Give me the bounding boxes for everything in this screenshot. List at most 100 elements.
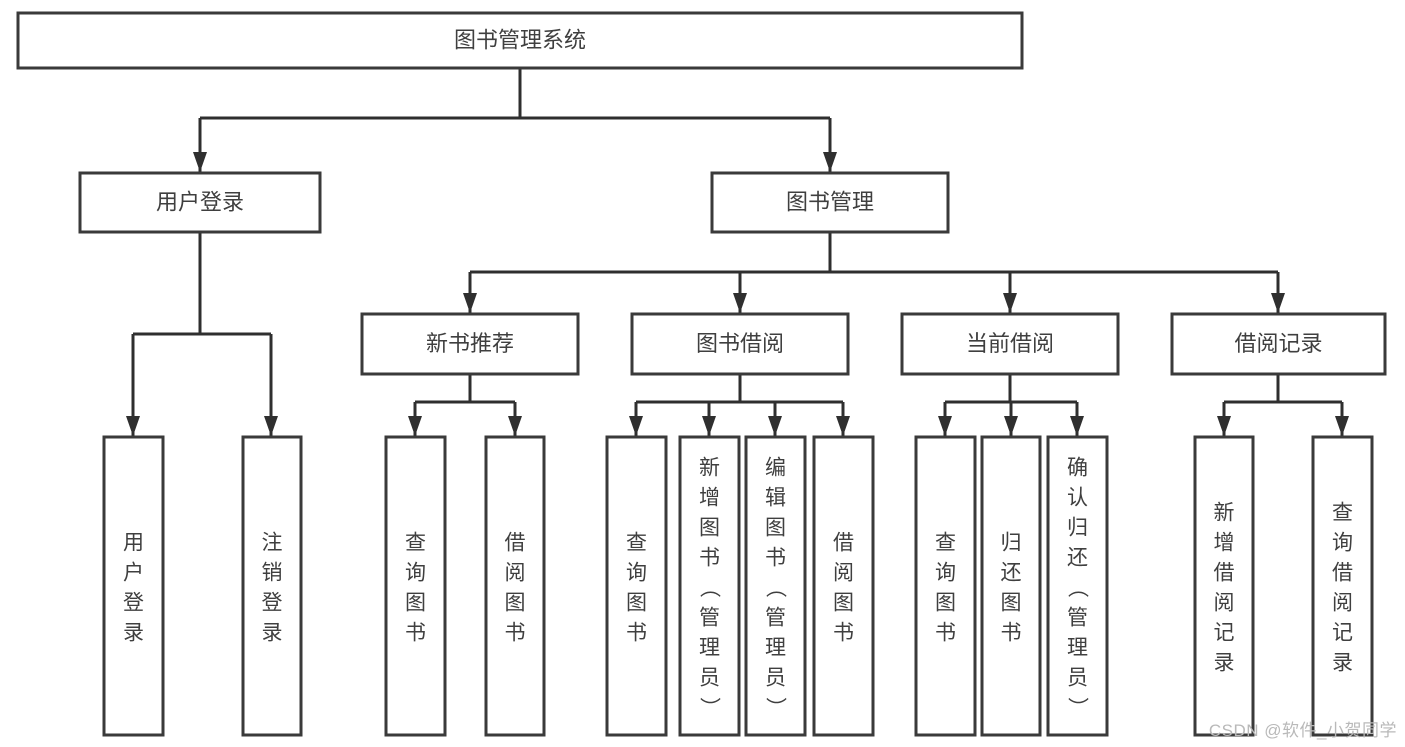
node-label-char: 询: [405, 561, 426, 584]
node-label-char: 新: [1214, 501, 1235, 524]
node-box[interactable]: [900, 312, 1120, 376]
connector-group-record-to-leaves: [1222, 374, 1344, 436]
node-box[interactable]: [812, 435, 875, 737]
node-l2-图书借阅[interactable]: 图书借阅: [630, 312, 850, 376]
node-label-char: 录: [1332, 651, 1353, 674]
node-l1-图书管理[interactable]: 图书管理: [710, 171, 950, 234]
node-box[interactable]: [1311, 435, 1374, 737]
arrow-head-icon: [836, 416, 850, 436]
node-label-char: 管: [1067, 606, 1088, 629]
node-label-char: 辑: [765, 486, 786, 509]
node-label-char: （: [764, 577, 787, 598]
node-l2-借阅记录[interactable]: 借阅记录: [1170, 312, 1387, 376]
node-label-char: 借: [1332, 561, 1353, 584]
arrow-head-icon: [408, 416, 422, 436]
node-label-char: 户: [123, 561, 144, 584]
node-label-char: ）: [1066, 697, 1089, 718]
node-label-char: （: [1066, 577, 1089, 598]
node-label-char: 阅: [505, 561, 526, 584]
node-box[interactable]: [78, 171, 322, 234]
node-label-char: 记: [1332, 621, 1353, 644]
node-box[interactable]: [710, 171, 950, 234]
node-box[interactable]: [1170, 312, 1387, 376]
node-box[interactable]: [678, 435, 741, 737]
node-label-char: 借: [833, 531, 854, 554]
node-box[interactable]: [744, 435, 807, 737]
node-label-char: 图: [833, 591, 854, 614]
node-label-char: 书: [699, 546, 720, 569]
connector-group-new-book-to-leaves: [413, 374, 517, 436]
arrow-head-icon: [1335, 416, 1349, 436]
arrow-head-icon: [463, 293, 477, 313]
node-box[interactable]: [16, 11, 1024, 70]
node-label-char: ）: [764, 697, 787, 718]
node-box[interactable]: [605, 435, 668, 737]
node-label-char: 书: [935, 621, 956, 644]
node-box[interactable]: [102, 435, 165, 737]
node-label-char: 员: [765, 666, 786, 689]
node-label-char: 书: [1001, 621, 1022, 644]
node-label-char: 编: [765, 456, 786, 479]
node-label-char: 录: [123, 621, 144, 644]
node-label-vertical: 用户登录: [123, 531, 144, 644]
node-box[interactable]: [1046, 435, 1109, 737]
node-box[interactable]: [360, 312, 580, 376]
node-label-char: 登: [123, 591, 144, 614]
arrow-head-icon: [1004, 416, 1018, 436]
node-label-char: 录: [1214, 651, 1235, 674]
node-label-char: 用: [123, 531, 144, 554]
nodes-layer: 图书管理系统用户登录图书管理新书推荐图书借阅当前借阅借阅记录用户登录注销登录查询…: [16, 11, 1387, 737]
node-label: 借阅记录: [1234, 331, 1322, 356]
node-box[interactable]: [241, 435, 303, 737]
node-label-char: 理: [765, 636, 786, 659]
node-box[interactable]: [484, 435, 546, 737]
arrow-head-icon: [193, 152, 207, 172]
node-box[interactable]: [980, 435, 1042, 737]
node-label: 用户登录: [156, 189, 244, 214]
node-label-char: 理: [699, 636, 720, 659]
node-box[interactable]: [914, 435, 977, 737]
node-l1-用户登录[interactable]: 用户登录: [78, 171, 322, 234]
node-label-char: 阅: [1332, 591, 1353, 614]
node-label-char: 录: [262, 621, 283, 644]
node-label-char: 询: [1332, 531, 1353, 554]
arrow-head-icon: [768, 416, 782, 436]
node-leaf-用户登录[interactable]: 用户登录: [102, 435, 165, 737]
node-label-char: ）: [698, 697, 721, 718]
node-label-char: 认: [1067, 486, 1088, 509]
node-l2-新书推荐[interactable]: 新书推荐: [360, 312, 580, 376]
node-label-char: 确: [1067, 456, 1088, 479]
node-l2-当前借阅[interactable]: 当前借阅: [900, 312, 1120, 376]
node-label-char: 图: [626, 591, 647, 614]
node-label-char: 图: [405, 591, 426, 614]
node-label-char: 书: [405, 621, 426, 644]
node-root-图书管理系统[interactable]: 图书管理系统: [16, 11, 1024, 70]
node-box[interactable]: [1193, 435, 1255, 737]
connectors-layer: [126, 68, 1349, 436]
node-label: 图书借阅: [696, 331, 784, 356]
connector-group-root-to-level1: [198, 68, 832, 172]
node-box[interactable]: [630, 312, 850, 376]
node-box[interactable]: [384, 435, 447, 737]
